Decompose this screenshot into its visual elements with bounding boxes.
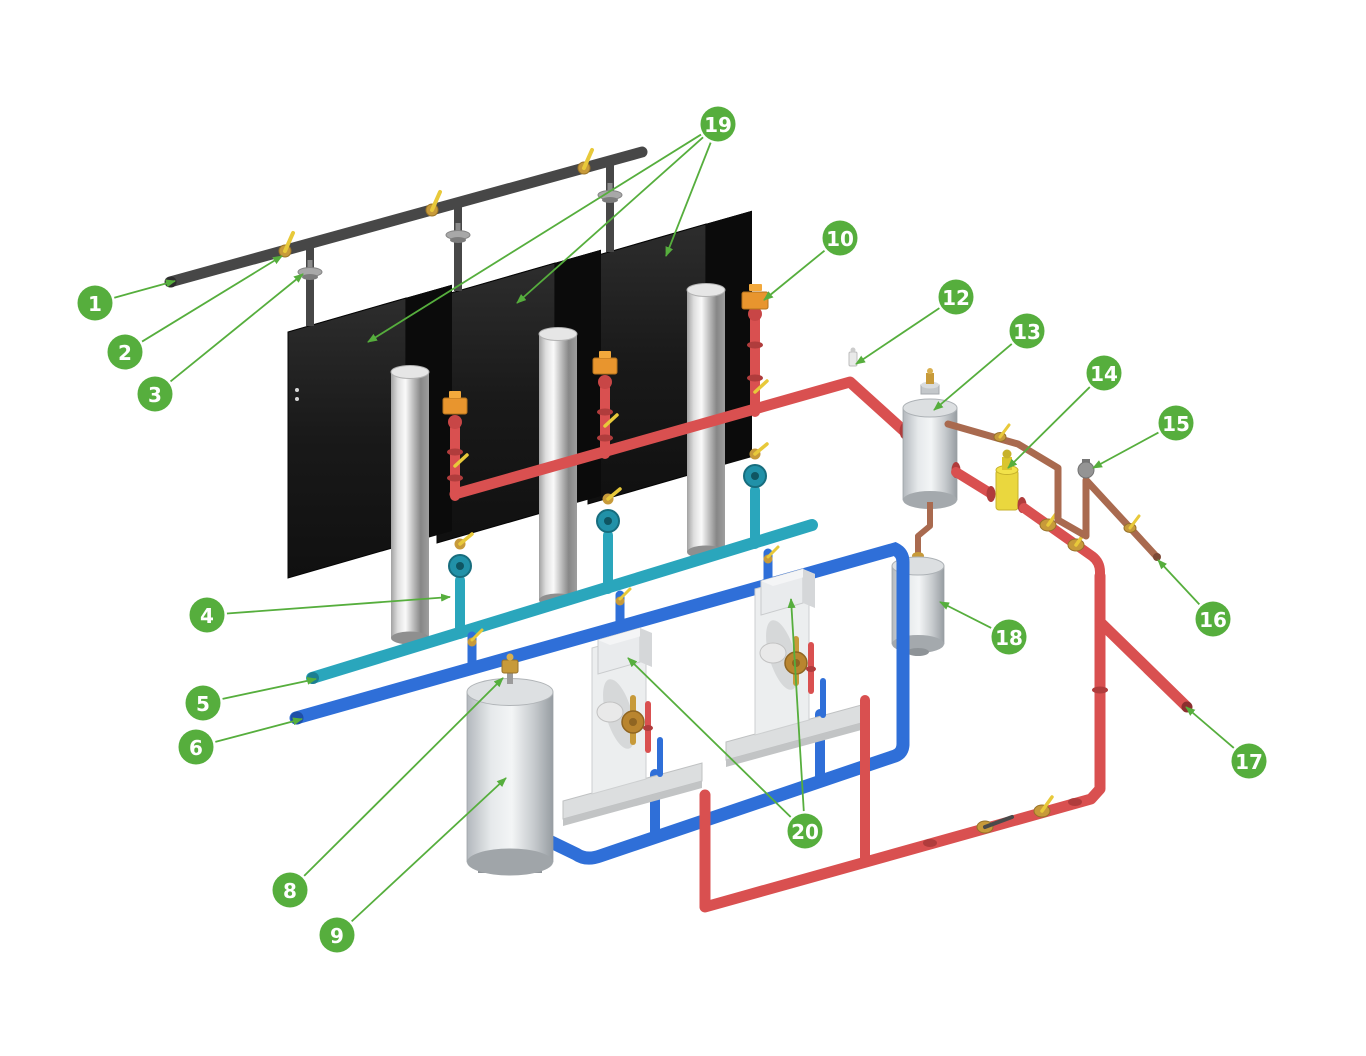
callout-badge: [185, 685, 221, 721]
callout-number: 10: [826, 227, 854, 251]
callout-arrow: [303, 677, 504, 877]
callout-badge: [319, 917, 355, 953]
callout-arrow: [367, 133, 702, 343]
callout-number: 12: [942, 286, 970, 310]
callout-badge: [178, 729, 214, 765]
callout-badge: [1231, 743, 1267, 779]
valve-actuator: [442, 284, 769, 429]
callout-badge: [1195, 601, 1231, 637]
callout-arrow: [215, 717, 303, 743]
callout-number: 8: [283, 879, 297, 903]
gas-pressure-regulator: [297, 183, 623, 280]
callout-number: 9: [330, 924, 344, 948]
callout-badge: [938, 279, 974, 315]
callout-arrow: [1092, 431, 1159, 469]
air-separator: [899, 368, 961, 509]
callout-number: 13: [1013, 320, 1041, 344]
callout-badge: [1009, 313, 1045, 349]
callout-badge: [700, 106, 736, 142]
air-vent: [501, 653, 519, 684]
callout-number: 18: [995, 626, 1023, 650]
callout-13: 13: [933, 313, 1045, 411]
boiler-supply-piping: [442, 284, 909, 501]
callout-arrow: [1157, 559, 1201, 605]
callout-badge: [991, 619, 1027, 655]
callout-arrow: [665, 142, 712, 257]
flue-cylinder-1: [390, 365, 430, 645]
callout-3: 3: [137, 273, 304, 412]
callout-16: 16: [1157, 559, 1231, 637]
callout-20: 20: [627, 598, 823, 849]
callout-number: 19: [704, 113, 732, 137]
callout-arrow: [763, 249, 826, 301]
callout-arrow: [627, 657, 792, 818]
callout-number: 3: [148, 383, 162, 407]
callout-number: 17: [1235, 750, 1263, 774]
callout-arrow: [351, 777, 507, 923]
callout-arrow: [169, 273, 304, 383]
callout-18: 18: [939, 601, 1027, 655]
callout-2: 2: [107, 255, 283, 370]
callout-badge: [137, 376, 173, 412]
callout-badge: [822, 220, 858, 256]
callout-6: 6: [178, 717, 303, 765]
callout-number: 5: [196, 692, 210, 716]
callout-arrow: [939, 601, 992, 629]
callout-arrow: [855, 307, 940, 365]
callout-badge: [272, 872, 308, 908]
callout-5: 5: [185, 676, 317, 721]
callout-badge: [787, 813, 823, 849]
return-piping: [289, 542, 910, 865]
callout-badge: [1158, 405, 1194, 441]
gas-ball-valve: [278, 148, 594, 258]
callout-arrow: [1007, 386, 1091, 469]
callout-arrow: [516, 136, 704, 304]
makeup-water-piping: [912, 420, 1161, 561]
callout-arrow: [1185, 706, 1235, 749]
callout-badge: [189, 597, 225, 633]
callout-number: 15: [1162, 412, 1190, 436]
callout-15: 15: [1092, 405, 1194, 469]
callout-arrow: [226, 593, 451, 615]
callout-number: 6: [189, 736, 203, 760]
callout-number: 14: [1090, 362, 1118, 386]
callout-arrow: [222, 676, 317, 700]
callout-1: 1: [77, 279, 176, 321]
callout-badge: [107, 334, 143, 370]
backflow-preventer: [1077, 459, 1095, 479]
pump-skid-1: [563, 628, 702, 826]
callout-arrow: [787, 598, 805, 812]
callout-arrow: [933, 343, 1013, 411]
callout-10: 10: [763, 220, 858, 301]
callout-14: 14: [1007, 355, 1122, 469]
callout-badge: [77, 285, 113, 321]
callout-badge: [1086, 355, 1122, 391]
pressure-valve-yellow: [995, 449, 1019, 511]
callout-number: 1: [88, 292, 102, 316]
lower-supply-loop: [699, 570, 1193, 913]
callout-arrow: [141, 255, 283, 343]
boiler-circulator-pump: [448, 442, 769, 578]
callout-12: 12: [855, 279, 974, 365]
callout-9: 9: [319, 777, 507, 953]
secondary-return-piping: [306, 442, 818, 684]
callout-19: 19: [367, 106, 736, 343]
callout-number: 20: [791, 820, 819, 844]
callout-17: 17: [1185, 706, 1267, 779]
callout-arrow: [114, 279, 176, 299]
system-supply-piping: [951, 449, 1105, 585]
callout-number: 4: [200, 604, 214, 628]
callout-8: 8: [272, 677, 504, 908]
buffer-tank: [466, 653, 554, 876]
callout-4: 4: [189, 593, 451, 633]
callout-number: 2: [118, 341, 132, 365]
callout-number: 16: [1199, 608, 1227, 632]
